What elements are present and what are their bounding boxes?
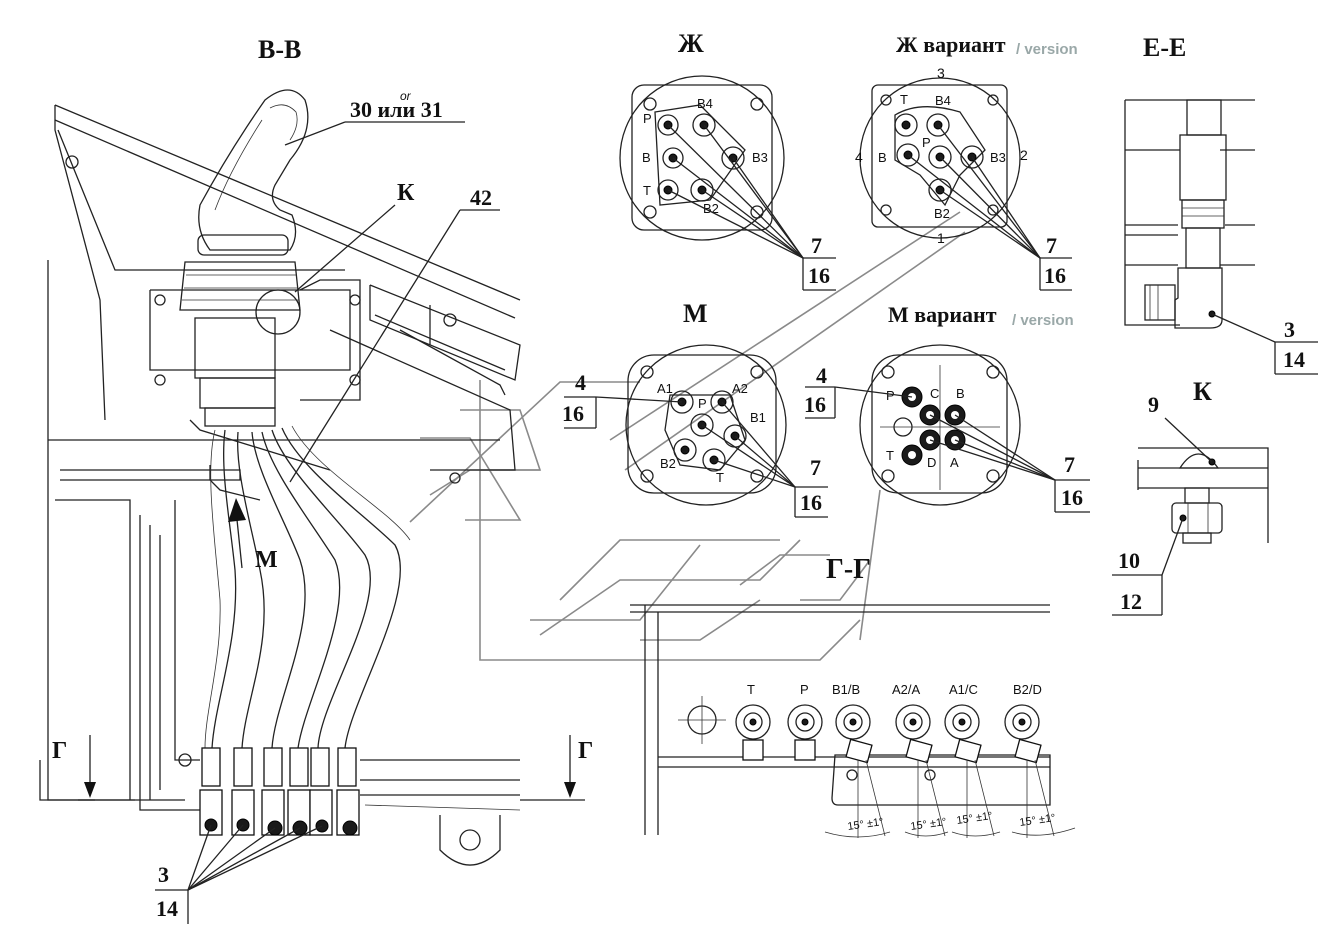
gg-fittings <box>735 704 1042 764</box>
m-port-b2: B2 <box>660 456 676 471</box>
gg-angle-4: 15° ±1° <box>1019 812 1057 829</box>
zh-port-b2: B2 <box>703 201 719 216</box>
background-guide-lines <box>409 211 966 661</box>
m-port-a1: A1 <box>657 381 673 396</box>
view-ee-title: Е-Е <box>1143 33 1186 62</box>
zhv-side-2: 2 <box>1020 147 1028 163</box>
zh-port-b: B <box>642 150 651 165</box>
gg-angle-dimensions <box>824 759 1076 838</box>
zhv-port-b3: B3 <box>990 150 1006 165</box>
mv-port-d: D <box>927 455 936 470</box>
zhv-side-4: 4 <box>855 149 863 165</box>
ee-callout-3: 3 <box>1284 317 1295 342</box>
mv-port-p: P <box>886 388 895 403</box>
bb-callout-3: 3 <box>158 862 169 887</box>
zh-port-t: T <box>643 183 651 198</box>
mv-callout-7: 7 <box>1064 452 1075 477</box>
m-port-t: T <box>716 470 724 485</box>
mv-port-c: C <box>930 386 939 401</box>
zh-port-p: P <box>643 111 652 126</box>
view-m-title: М <box>683 299 708 328</box>
view-k: К 9 10 12 <box>1112 377 1269 616</box>
zh-port-b3: B3 <box>752 150 768 165</box>
view-k-title: К <box>1193 377 1212 406</box>
view-zh-variant-title: Ж вариант <box>896 32 1006 57</box>
mv-port-b: B <box>956 386 965 401</box>
part-42-label: 42 <box>470 185 492 210</box>
zhv-port-b: B <box>878 150 887 165</box>
zhv-port-b4: B4 <box>935 93 951 108</box>
gg-port-b1b: B1/B <box>832 682 860 697</box>
k-callout-12: 12 <box>1120 589 1142 614</box>
gg-port-a2a: A2/A <box>892 682 921 697</box>
view-gg-title: Г-Г <box>826 554 871 585</box>
view-gg: Г-Г T P B1/B A2/A A1/C <box>630 554 1076 838</box>
m-callout-16-right: 16 <box>800 490 822 515</box>
mv-port-a: A <box>950 455 959 470</box>
bb-callout-14: 14 <box>156 896 178 921</box>
zhv-side-3: 3 <box>937 65 945 81</box>
zhv-callout-16: 16 <box>1044 263 1066 288</box>
m-callout-16-left: 16 <box>562 401 584 426</box>
gg-angle-3: 15° ±1° <box>956 810 994 827</box>
bb-fittings <box>199 747 360 836</box>
zhv-port-p: P <box>922 135 931 150</box>
part-30-31-label: 30 или 31 <box>350 97 443 122</box>
zhv-side-1: 1 <box>937 230 945 246</box>
zhv-port-b2: B2 <box>934 206 950 221</box>
view-zh: Ж P B4 B B3 T B2 7 16 <box>619 29 836 291</box>
m-callout-4: 4 <box>575 370 586 395</box>
k-callout-9: 9 <box>1148 392 1159 417</box>
view-zh-variant-version: / version <box>1016 41 1078 58</box>
view-ee: Е-Е 3 14 <box>1124 33 1318 375</box>
mv-callout-4: 4 <box>816 363 827 388</box>
k-ref-label: К <box>397 180 415 206</box>
gg-port-a1c: A1/C <box>949 682 978 697</box>
view-bb: В-В <box>39 35 593 924</box>
view-m: М A1 A2 P B1 B2 T 4 16 7 16 <box>562 299 828 518</box>
view-zh-variant: Ж вариант / version T B4 B P B3 B2 3 4 2… <box>855 32 1078 291</box>
ee-callout-14: 14 <box>1283 347 1305 372</box>
gg-angle-2: 15° ±1° <box>910 816 948 833</box>
view-m-variant: М вариант / version P C B T D A 4 16 <box>804 302 1090 513</box>
gg-port-p: P <box>800 682 809 697</box>
mv-callout-16-right: 16 <box>1061 485 1083 510</box>
m-ports <box>670 390 747 472</box>
arrow-m-label: М <box>255 547 278 573</box>
view-bb-title: В-В <box>258 35 301 64</box>
zhv-callout-7: 7 <box>1046 233 1057 258</box>
m-callout-7: 7 <box>810 455 821 480</box>
zh-callout-16: 16 <box>808 263 830 288</box>
m-port-p: P <box>698 396 707 411</box>
gg-port-b2d: B2/D <box>1013 682 1042 697</box>
m-port-a2: A2 <box>732 381 748 396</box>
section-g-right-label: Г <box>578 738 593 764</box>
mv-callout-16-left: 16 <box>804 392 826 417</box>
view-m-variant-version: / version <box>1012 312 1074 329</box>
hose-bundle <box>199 425 411 836</box>
or-note: or <box>400 89 412 103</box>
gg-angle-1: 15° ±1° <box>847 816 885 833</box>
view-zh-title: Ж <box>678 29 704 58</box>
section-g-left-label: Г <box>52 738 67 764</box>
view-m-variant-title: М вариант <box>888 302 997 327</box>
m-port-b1: B1 <box>750 410 766 425</box>
zhv-port-t: T <box>900 92 908 107</box>
zh-callout-7: 7 <box>811 233 822 258</box>
zh-port-b4: B4 <box>697 96 713 111</box>
mv-port-t: T <box>886 448 894 463</box>
gg-port-t: T <box>747 682 755 697</box>
k-callout-10: 10 <box>1118 548 1140 573</box>
